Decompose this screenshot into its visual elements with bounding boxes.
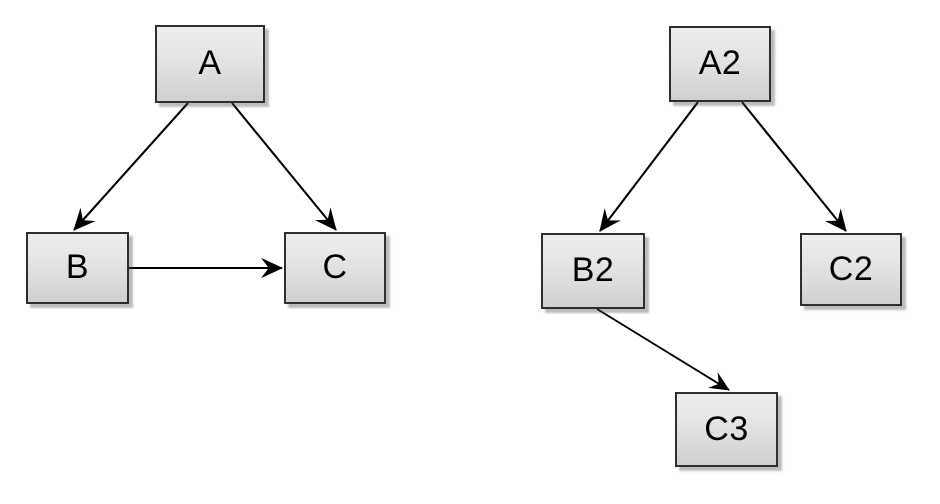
- node-c-label: C: [322, 248, 348, 286]
- node-a[interactable]: A: [155, 25, 265, 103]
- edge-B2-to-C3: [596, 308, 730, 391]
- node-b2-label: B2: [571, 251, 615, 289]
- node-c3-label: C3: [704, 409, 749, 448]
- node-c2-label: C2: [828, 249, 874, 288]
- edge-A-to-B: [73, 102, 189, 231]
- edge-A-to-C: [231, 102, 337, 231]
- node-c2[interactable]: C2: [800, 233, 902, 306]
- node-b[interactable]: B: [26, 232, 129, 304]
- node-a2-label: A2: [698, 44, 742, 82]
- edge-A2-to-C2: [741, 101, 847, 232]
- node-b-label: B: [65, 248, 90, 286]
- node-c3[interactable]: C3: [675, 392, 778, 467]
- node-c[interactable]: C: [284, 232, 386, 304]
- edge-A2-to-B2: [599, 101, 699, 232]
- node-a2[interactable]: A2: [669, 26, 771, 102]
- node-b2[interactable]: B2: [541, 233, 645, 309]
- node-a-label: A: [198, 44, 222, 82]
